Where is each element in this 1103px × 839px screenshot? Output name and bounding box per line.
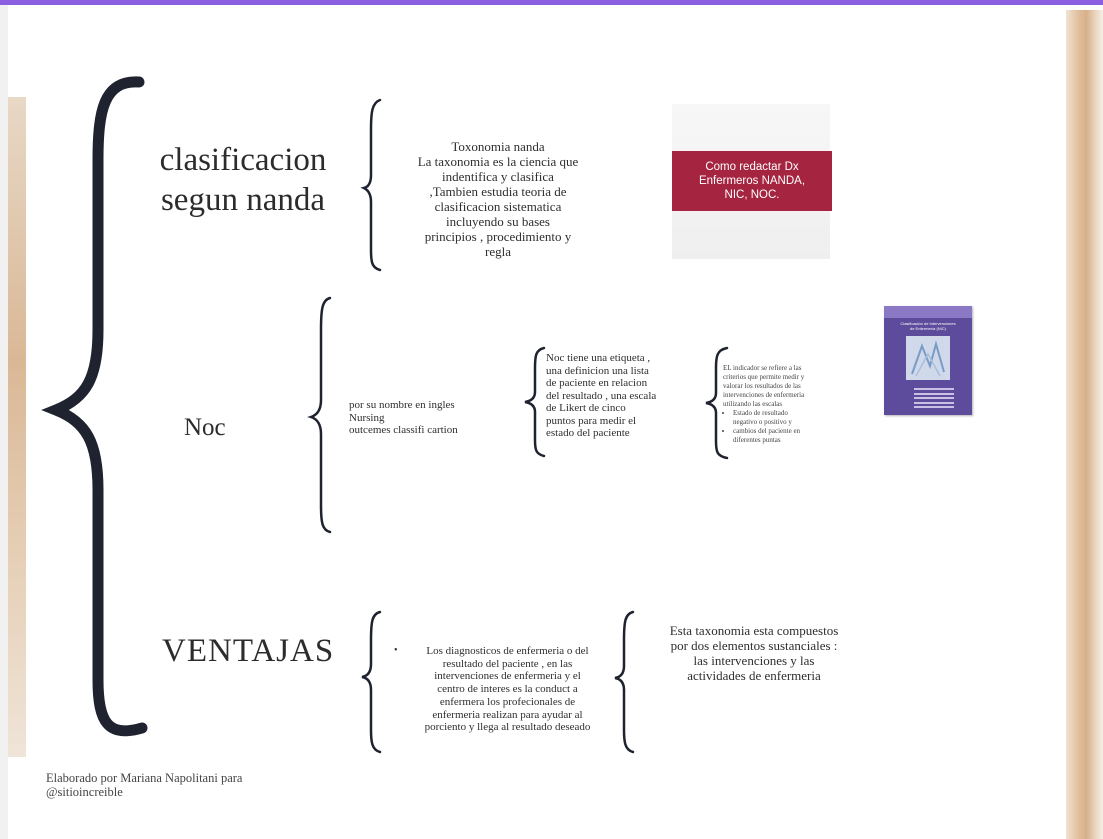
nanda-line: indentifica y clasifica	[442, 169, 554, 184]
indicator-bullet-line: diferentes puntas	[733, 436, 781, 444]
noc-def-line: una definicion una lista	[546, 364, 649, 377]
noc-def-line: puntos para medir el	[546, 414, 637, 427]
footer-line: Elaborado por Mariana Napolitani para	[46, 771, 243, 785]
heading-clasificacion-nanda: clasificacion segun nanda	[138, 140, 348, 220]
book-title-line: de Enfermería (NIC)	[909, 326, 946, 331]
left-wood-texture	[8, 97, 26, 757]
ventajas-line: porciento y llega al resultado deseado	[424, 721, 591, 734]
brace-taxonomy	[614, 610, 635, 754]
footer-line: @sitioincreible	[46, 785, 123, 799]
heading-ventajas: VENTAJAS	[162, 633, 335, 669]
noc-definition: Noc tiene una etiqueta , una definicion …	[546, 352, 686, 440]
noc-name: por su nombre en ingles Nursing outcemes…	[349, 399, 499, 437]
top-accent-bar	[0, 0, 1103, 5]
taxonomy-line: Esta taxonomia esta compuestos	[669, 623, 839, 638]
brace-noc	[307, 296, 332, 534]
book-authors	[914, 388, 954, 410]
ventajas-description: Los diagnosticos de enfermeria o del res…	[400, 645, 615, 734]
indicator-line: valorar los resultados de las	[723, 382, 801, 390]
noc-def-line: del resultado , una escala	[546, 389, 657, 402]
book-illustration	[906, 336, 950, 380]
nanda-line: Toxonomia nanda	[451, 139, 545, 154]
taxonomy-description: Esta taxonomia esta compuestos por dos e…	[640, 623, 868, 683]
nanda-line: clasificacion sistematica	[434, 199, 562, 214]
ventajas-line: enfermera los profecionales de	[439, 695, 576, 708]
indicator-bullet-list: Estado de resultado negativo o positivo …	[723, 409, 863, 445]
noc-def-line: estado del paciente	[546, 427, 630, 439]
nanda-line: incluyendo su bases	[446, 214, 550, 229]
nic-book-cover: Clasificación de Intervenciones de Enfer…	[884, 306, 972, 415]
ventajas-line: centro de interes es la conduct a	[437, 683, 578, 696]
noc-name-line: Nursing	[349, 411, 385, 424]
taxonomy-line: por dos elementos sustanciales :	[670, 638, 838, 653]
brace-noc-definition	[524, 346, 546, 458]
brace-nanda	[360, 98, 382, 272]
noc-def-line: Noc tiene una etiqueta ,	[546, 352, 651, 364]
nanda-line: regla	[485, 244, 511, 259]
indicator-bullet: Estado de resultado negativo o positivo …	[733, 409, 863, 427]
nanda-line: La taxonomia es la ciencia que	[417, 154, 579, 169]
indicator-line: intervenciones de enfermeria	[723, 391, 805, 399]
ventajas-bullet-glyph: •	[394, 645, 398, 656]
dx-card-line: NIC, NOC.	[724, 189, 780, 201]
noc-name-line: por su nombre en ingles	[349, 399, 455, 411]
heading-noc: Noc	[184, 414, 226, 441]
right-wood-texture	[1066, 10, 1103, 839]
book-title: Clasificación de Intervenciones de Enfer…	[890, 321, 966, 331]
dx-card-banner: Como redactar Dx Enfermeros NANDA, NIC, …	[672, 151, 832, 211]
dx-card-line: Enfermeros NANDA,	[698, 175, 806, 187]
noc-indicator: EL indicador se refiere a las criterios …	[723, 364, 863, 445]
brace-ventajas	[361, 610, 382, 754]
nanda-line: principios , procedimiento y	[424, 229, 572, 244]
noc-def-line: de paciente en relacion	[546, 377, 648, 389]
indicator-bullet-line: cambios del paciente en	[733, 427, 801, 435]
ventajas-line: enfermeria realizan para ayudar al	[432, 708, 583, 721]
footer-credit: Elaborado por Mariana Napolitani para @s…	[46, 771, 242, 799]
dx-card-line: Como redactar Dx	[705, 161, 799, 173]
heading-line-1: clasificacion	[159, 142, 327, 178]
brace-indicator	[705, 346, 729, 460]
taxonomy-line: las intervenciones y las	[693, 653, 815, 668]
book-title-line: Clasificación de Intervenciones	[900, 321, 956, 326]
heading-line-2: segun nanda	[160, 182, 326, 218]
indicator-line: criterios que permite medir y	[723, 373, 805, 381]
left-margin	[0, 5, 8, 839]
indicator-line: utilizando las escalas	[723, 400, 783, 408]
book-top-band	[884, 306, 972, 318]
ventajas-line: Los diagnosticos de enfermeria o del	[426, 645, 589, 657]
nanda-description: Toxonomia nanda La taxonomia es la cienc…	[378, 139, 618, 259]
ventajas-line: resultado del paciente , en las	[442, 657, 573, 670]
main-brace	[41, 76, 148, 737]
noc-name-line: outcemes classifi cartion	[349, 424, 458, 436]
indicator-bullet-line: Estado de resultado	[733, 409, 788, 417]
indicator-bullet: cambios del paciente en diferentes punta…	[733, 427, 863, 445]
indicator-bullet-line: negativo o positivo y	[733, 418, 792, 426]
indicator-line: EL indicador se refiere a las	[723, 364, 802, 372]
nanda-line: ,Tambien estudia teoria de	[429, 184, 567, 199]
noc-def-line: de Likert de cinco	[546, 402, 626, 414]
taxonomy-line: actividades de enfermeria	[687, 668, 821, 683]
ventajas-line: intervenciones de enfermeria y el	[434, 670, 581, 683]
book-illustration-art	[911, 340, 945, 377]
